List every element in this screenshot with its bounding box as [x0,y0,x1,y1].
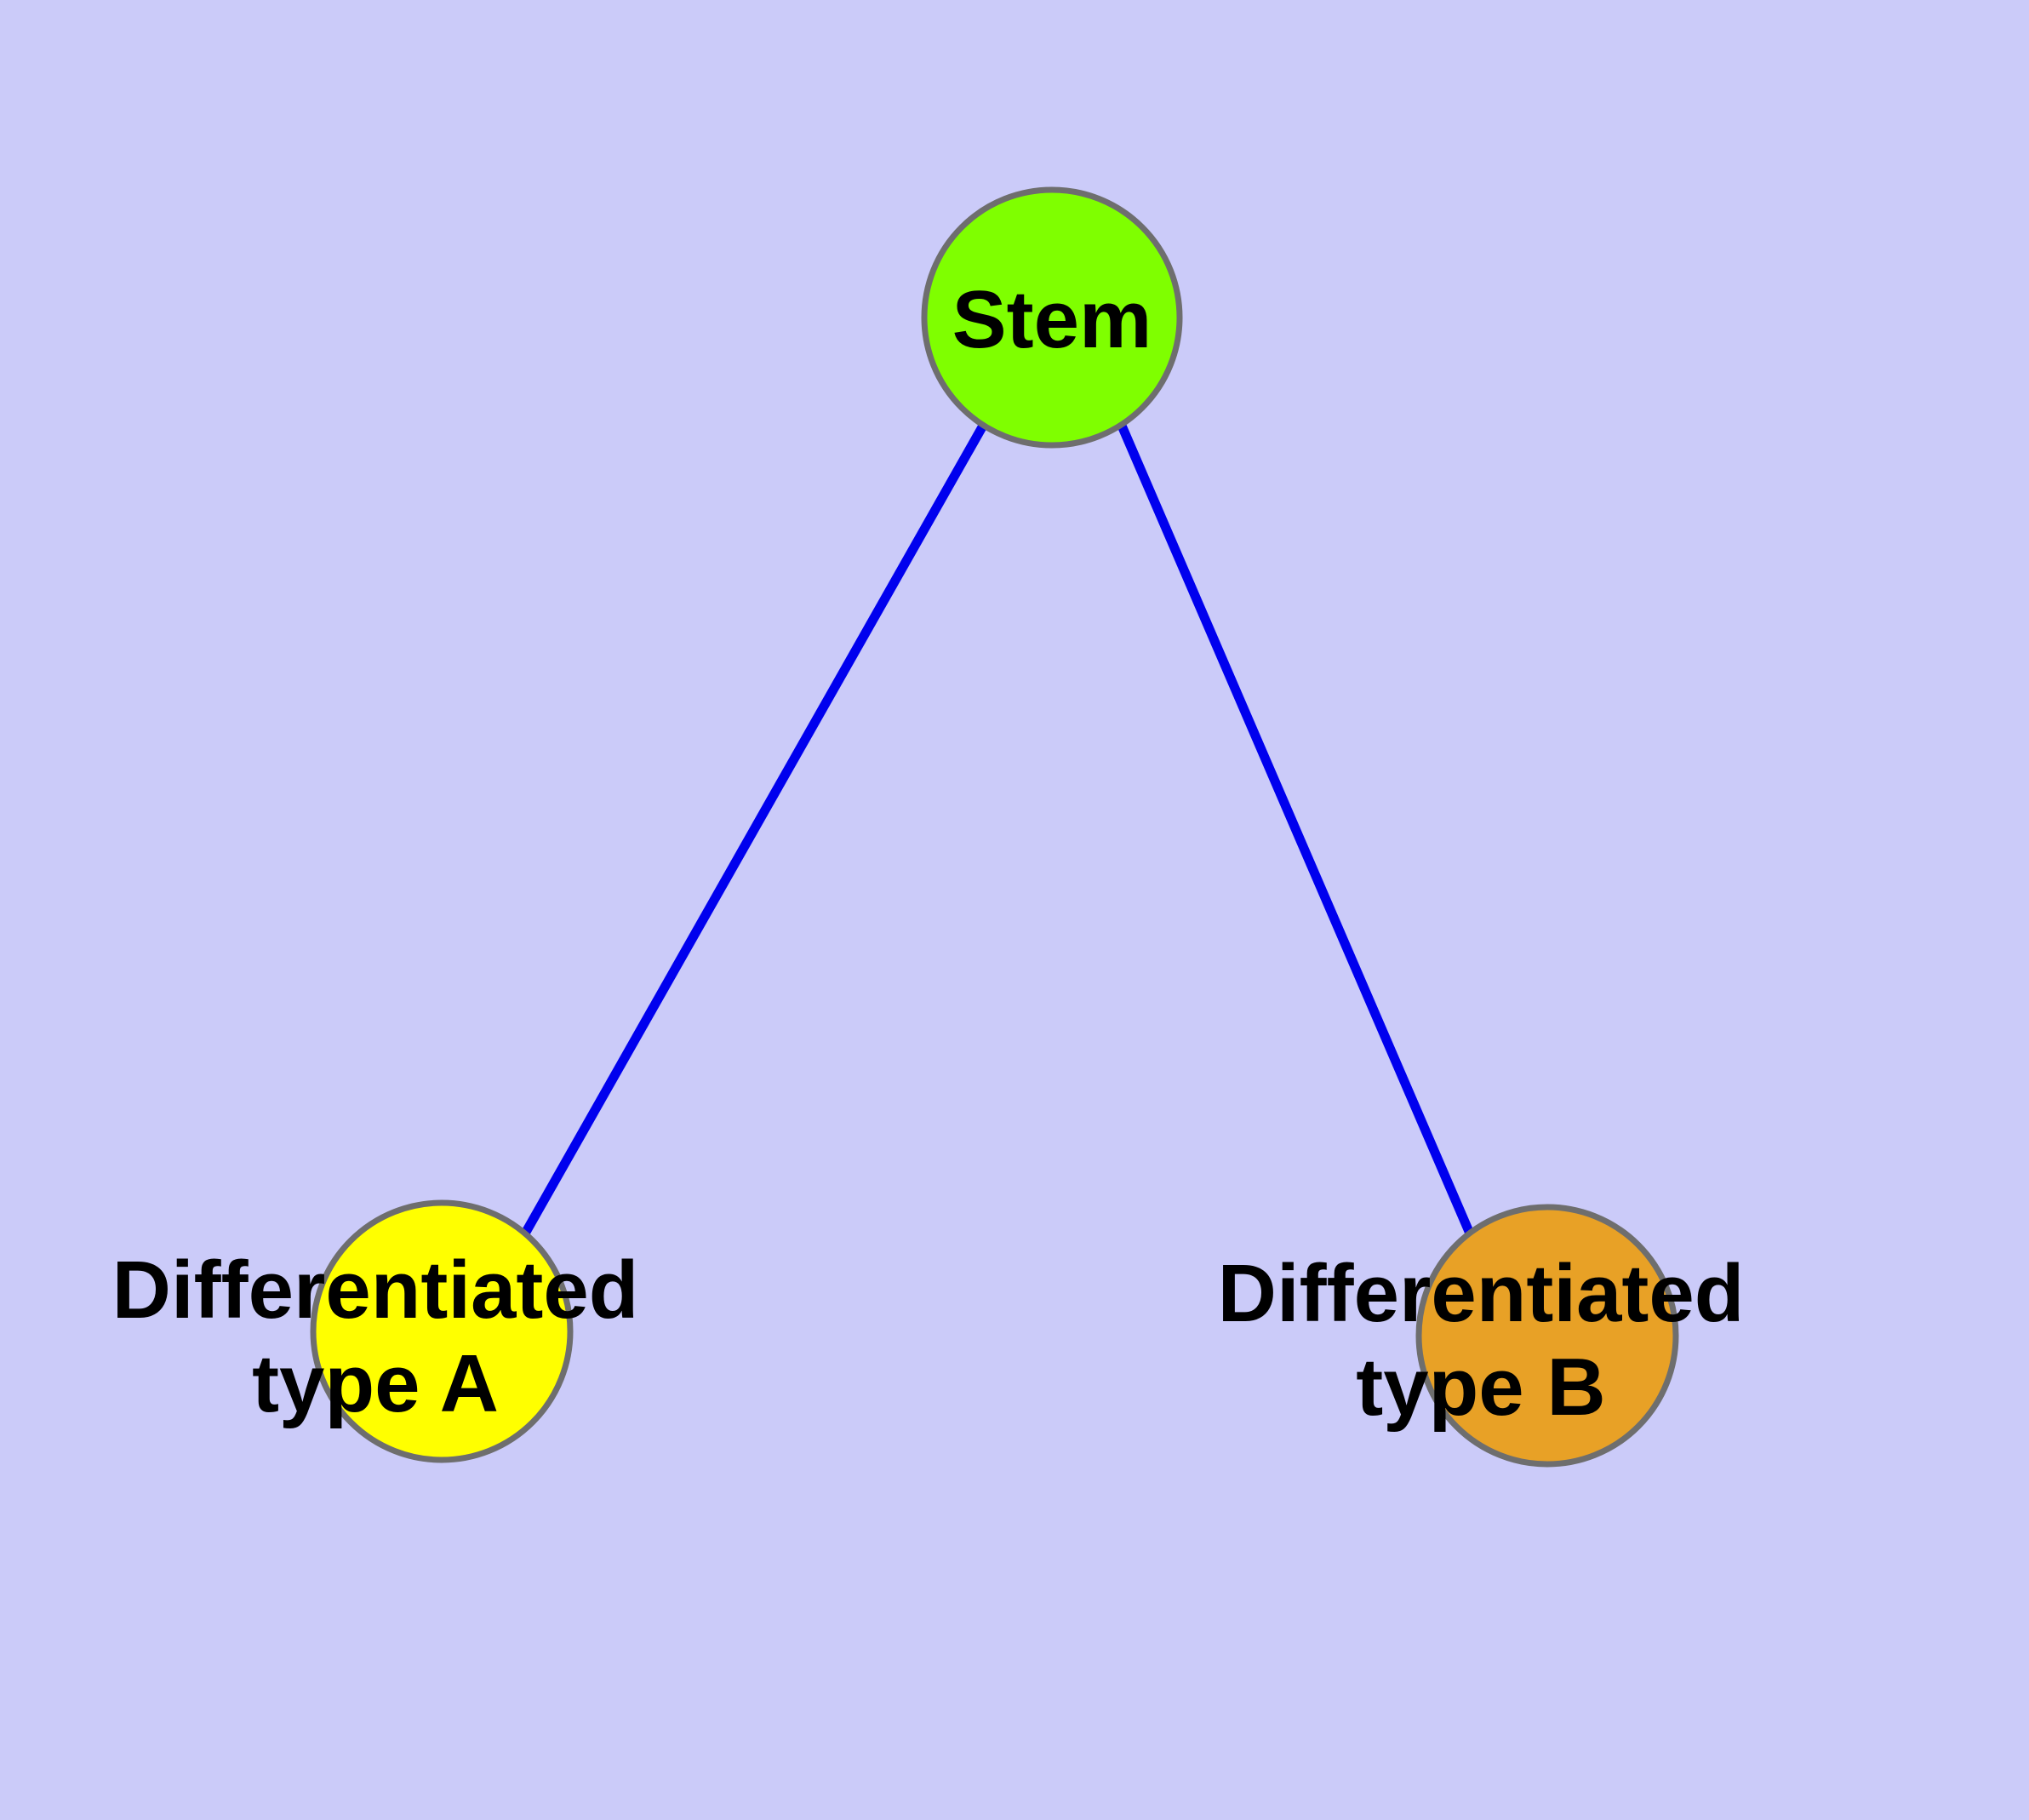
node-label-line: Differentiated [112,1245,639,1336]
edge-layer [521,423,1475,1236]
graph-node-differentiated-type-a[interactable] [310,1199,574,1463]
graph-edge-stem-to-type-a[interactable] [521,423,987,1236]
node-label-stem: Stem [952,274,1152,365]
node-label-line: Differentiated [1218,1248,1745,1339]
graph-node-stem[interactable] [921,186,1183,449]
node-layer [310,186,1679,1468]
node-label-line: type B [1356,1342,1605,1433]
graph-node-differentiated-type-b[interactable] [1415,1204,1679,1468]
node-label-line: Stem [952,274,1152,365]
graph-edge-stem-to-type-b[interactable] [1117,423,1475,1236]
node-label-line: type A [252,1338,499,1429]
